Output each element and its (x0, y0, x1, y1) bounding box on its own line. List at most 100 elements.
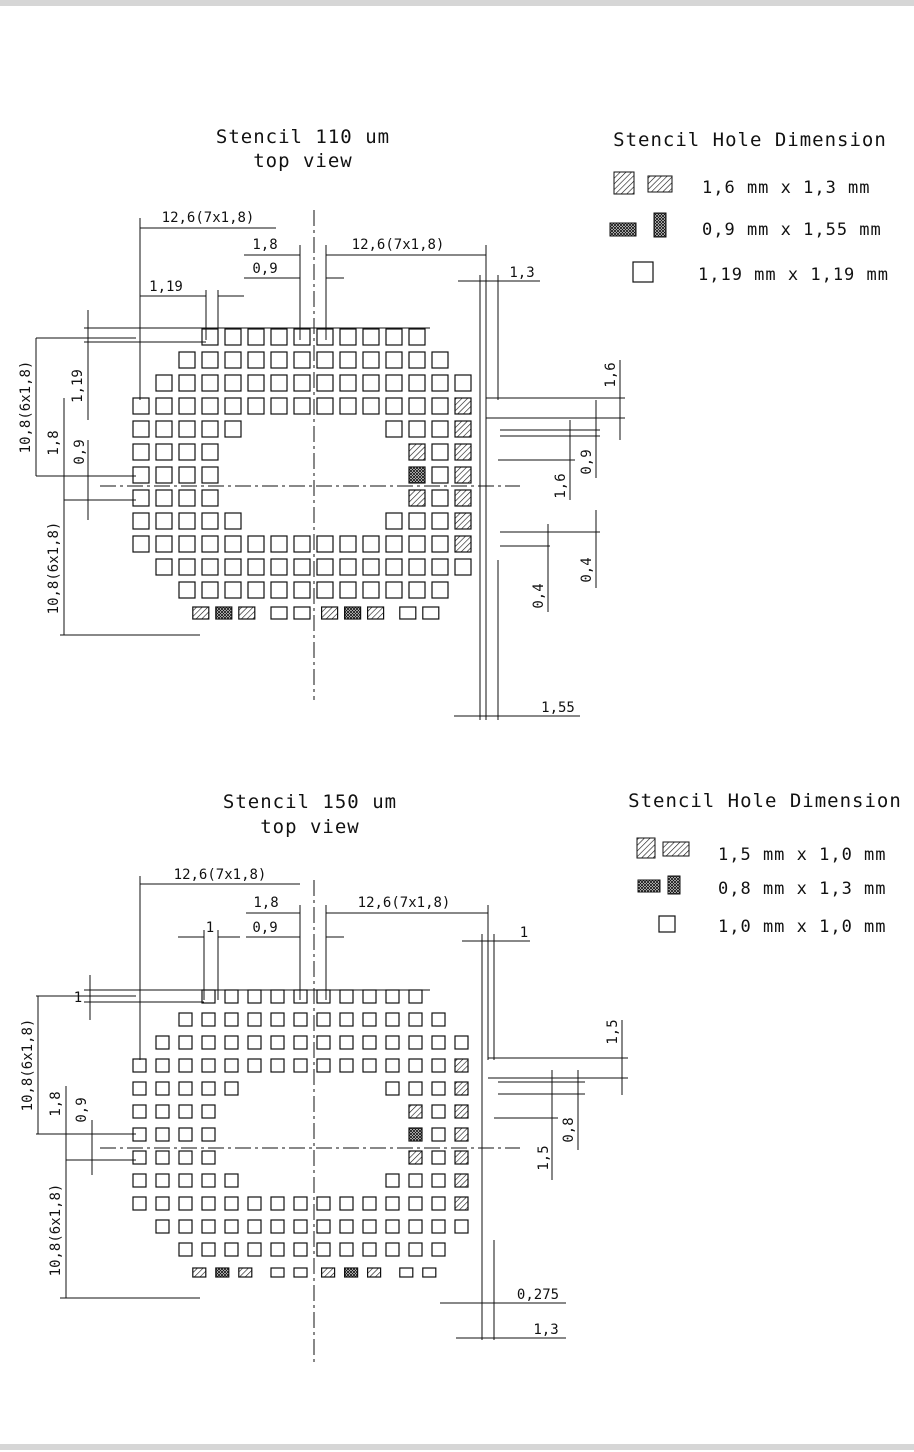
square-pad (201, 1012, 216, 1027)
square-pad (178, 558, 196, 576)
square-pad (431, 1104, 446, 1119)
square-pad (362, 989, 377, 1004)
square-pad (201, 512, 219, 530)
legend-hatch-pad-icon (613, 171, 635, 195)
square-pad (339, 374, 357, 392)
square-pad (399, 606, 417, 620)
square-pad (132, 397, 150, 415)
square-pad (224, 1173, 239, 1188)
square-pad (132, 489, 150, 507)
square-pad (339, 535, 357, 553)
square-pad (385, 1219, 400, 1234)
top-dim-pitch-1: 12,6(7x1,8) (162, 210, 255, 226)
square-pad (385, 581, 403, 599)
square-pad (385, 351, 403, 369)
square-pad (408, 1058, 423, 1073)
square-pad (293, 397, 311, 415)
square-pad (224, 581, 242, 599)
square-pad (408, 374, 426, 392)
square-pad (155, 558, 173, 576)
square-pad (247, 397, 265, 415)
bottom-dim-1: 1 (206, 920, 214, 936)
square-pad (408, 351, 426, 369)
square-pad (408, 397, 426, 415)
square-pad (431, 420, 449, 438)
square-pad (339, 1058, 354, 1073)
square-pad (316, 581, 334, 599)
square-pad (270, 1012, 285, 1027)
square-pad (293, 1242, 308, 1257)
square-pad (454, 1219, 469, 1234)
square-pad (132, 1058, 147, 1073)
square-pad (431, 1219, 446, 1234)
square-pad (431, 1058, 446, 1073)
square-pad (339, 351, 357, 369)
top-dim-v-pitch-1: 10,8(6x1,8) (18, 361, 34, 454)
square-pad (362, 351, 380, 369)
square-pad (155, 1219, 170, 1234)
bottom-title: Stencil 150 um (223, 791, 397, 813)
top-dim-1-8: 1,8 (252, 237, 277, 253)
hatched-pad (454, 443, 472, 461)
top-legend-1: 1,6 mm x 1,3 mm (702, 178, 871, 198)
square-pad (431, 443, 449, 461)
square-pad (408, 1219, 423, 1234)
square-pad (293, 606, 311, 620)
square-pad (408, 1196, 423, 1211)
square-pad (408, 1242, 423, 1257)
square-pad (178, 581, 196, 599)
crosshatched-pad (344, 606, 362, 620)
top-dim-r-0-4a: 0,4 (531, 583, 547, 608)
square-pad (201, 1219, 216, 1234)
top-drawing: Stencil 110 um top view Stencil Hole Dim… (18, 126, 888, 720)
square-pad (201, 1242, 216, 1257)
top-dim-1-19: 1,19 (149, 279, 183, 295)
square-pad (362, 535, 380, 553)
square-pad (270, 1058, 285, 1073)
hatched-pad (454, 397, 472, 415)
top-dim-1-55: 1,55 (541, 700, 575, 716)
square-pad (431, 535, 449, 553)
square-pad (293, 558, 311, 576)
hatched-pad (408, 489, 426, 507)
square-pad (362, 581, 380, 599)
hatched-pad (454, 535, 472, 553)
square-pad (293, 328, 311, 346)
square-pad (431, 374, 449, 392)
legend-square-pad-icon (632, 261, 654, 283)
square-pad (293, 1219, 308, 1234)
square-pad (385, 535, 403, 553)
top-dim-v-0-9: 0,9 (72, 439, 88, 464)
square-pad (178, 351, 196, 369)
top-dim-r-0-4b: 0,4 (579, 557, 595, 582)
square-pad (362, 374, 380, 392)
square-pad (201, 374, 219, 392)
square-pad (132, 443, 150, 461)
hatched-pad (454, 489, 472, 507)
square-pad (431, 1035, 446, 1050)
square-pad (316, 1242, 331, 1257)
square-pad (201, 1035, 216, 1050)
square-pad (201, 535, 219, 553)
square-pad (178, 489, 196, 507)
legend-crosshatch-pad-icon (609, 222, 637, 237)
bottom-dim-r-0-8: 0,8 (561, 1117, 577, 1142)
crosshatched-pad (344, 1267, 359, 1278)
bottom-legend-title: Stencil Hole Dimension (628, 790, 902, 812)
square-pad (454, 558, 472, 576)
square-pad (316, 558, 334, 576)
top-dim-0-9: 0,9 (252, 261, 277, 277)
top-subtitle: top view (253, 150, 353, 172)
square-pad (247, 1242, 262, 1257)
square-pad (178, 1127, 193, 1142)
square-pad (422, 1267, 437, 1278)
square-pad (293, 1035, 308, 1050)
square-pad (316, 397, 334, 415)
square-pad (316, 1035, 331, 1050)
square-pad (431, 397, 449, 415)
square-pad (247, 535, 265, 553)
square-pad (178, 535, 196, 553)
square-pad (362, 1058, 377, 1073)
hatched-pad (454, 1127, 469, 1142)
square-pad (155, 1058, 170, 1073)
